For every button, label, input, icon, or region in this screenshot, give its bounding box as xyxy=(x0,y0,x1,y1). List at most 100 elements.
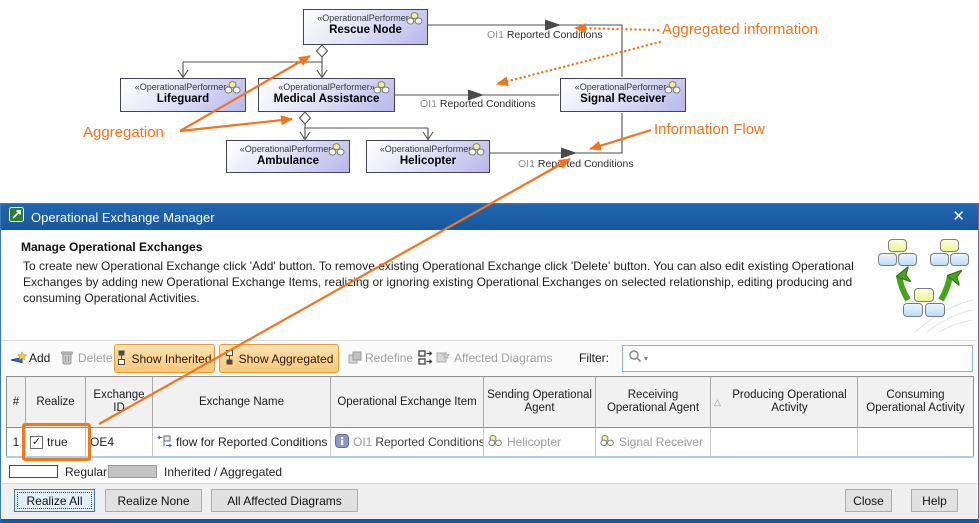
illustration-node xyxy=(950,253,969,266)
col-header-realize[interactable]: Realize xyxy=(26,377,86,428)
col-header-consuming-activity[interactable]: Consuming Operational Activity xyxy=(858,377,973,428)
realize-cell: ✓ true xyxy=(26,428,86,456)
operational-performer-icon xyxy=(488,435,503,449)
col-header-receiving-agent[interactable]: Receiving Operational Agent xyxy=(596,377,711,428)
performer-box-rescue-node[interactable]: «OperationalPerformer» Rescue Node xyxy=(303,9,428,45)
item-name: Reported Conditions xyxy=(375,435,484,449)
legend-regular-label: Regular xyxy=(65,465,108,479)
operational-performer-icon xyxy=(467,143,486,161)
illustration-node xyxy=(940,239,959,252)
consuming-activity-cell xyxy=(858,428,973,456)
table-header-row: # Realize Exchange ID Exchange Name Oper… xyxy=(7,377,973,428)
exchange-name-cell: flow for Reported Conditions xyxy=(153,428,331,456)
illustration-node xyxy=(898,253,917,266)
stereotype-label: «OperationalPerformer» xyxy=(574,82,672,92)
exchange-illustration xyxy=(875,236,974,333)
col-header-exchange-id[interactable]: Exchange ID xyxy=(86,377,153,428)
delete-button[interactable]: Delete xyxy=(78,351,113,365)
item-prefix: OI1 xyxy=(353,435,373,449)
stereotype-label: «OperationalPerformer» xyxy=(278,82,375,92)
exchange-id-cell: OE4 xyxy=(86,428,153,456)
flow-arrowhead xyxy=(561,147,577,159)
affected-diagrams-icon[interactable] xyxy=(436,350,451,370)
aggregation-diamond xyxy=(315,44,329,58)
exchange-table: # Realize Exchange ID Exchange Name Oper… xyxy=(6,376,974,457)
realize-value: true xyxy=(47,435,68,449)
illustration-node xyxy=(903,303,923,317)
aggregation-diamond xyxy=(298,111,312,125)
performer-name: Signal Receiver xyxy=(580,93,666,105)
filter-label: Filter: xyxy=(579,351,609,365)
legend-inherited-swatch xyxy=(108,465,157,478)
flow-label: OI1 Reported Conditions xyxy=(420,98,536,110)
search-icon xyxy=(628,349,642,368)
filter-input[interactable]: ▾ xyxy=(622,345,973,372)
operational-performer-icon xyxy=(372,81,391,99)
filter-caret-icon[interactable]: ▾ xyxy=(644,354,649,363)
dialog-title: Operational Exchange Manager xyxy=(31,209,215,225)
performer-box-lifeguard[interactable]: «OperationalPerformer» Lifeguard xyxy=(120,78,246,112)
performer-box-medical-assistance[interactable]: «OperationalPerformer» Medical Assistanc… xyxy=(258,78,395,112)
table-row[interactable]: 1 ✓ true OE4 flow for Reported Condition… xyxy=(7,428,973,456)
dialog-titlebar[interactable]: Operational Exchange Manager ✕ xyxy=(1,204,978,230)
operational-performer-icon xyxy=(223,81,242,99)
illustration-node xyxy=(888,239,907,252)
aggregated-icon xyxy=(225,349,234,368)
dialog-footer: Realize All Realize None All Affected Di… xyxy=(2,483,977,519)
sending-agent-cell: Helicopter xyxy=(484,428,596,456)
app-icon xyxy=(9,207,24,227)
producing-activity-cell xyxy=(711,428,858,456)
all-affected-diagrams-button[interactable]: All Affected Diagrams xyxy=(211,489,358,512)
col-header-num[interactable]: # xyxy=(7,377,26,428)
operational-performer-icon xyxy=(600,435,615,449)
realize-checkbox[interactable]: ✓ xyxy=(30,435,43,449)
redefine-button[interactable]: Redefine xyxy=(365,351,414,365)
annotation-aggregation: Aggregation xyxy=(83,124,164,141)
flow-label: OI1 Reported Conditions xyxy=(518,158,634,170)
operational-exchange-manager-dialog: Operational Exchange Manager ✕ Manage Op… xyxy=(0,203,979,523)
exchange-item-cell: OI1 Reported Conditions xyxy=(331,428,484,456)
dialog-heading: Manage Operational Exchanges xyxy=(21,240,203,254)
flow-label: OI1 Reported Conditions xyxy=(487,29,603,41)
delete-icon[interactable] xyxy=(60,350,74,370)
legend-regular-swatch xyxy=(9,465,58,478)
col-header-exchange-item[interactable]: Operational Exchange Item xyxy=(331,377,484,428)
illustration-node xyxy=(925,303,945,317)
inherited-icon xyxy=(117,350,126,368)
close-button[interactable]: Close xyxy=(845,489,892,512)
add-icon[interactable] xyxy=(10,351,28,370)
sort-ascending-icon[interactable]: △ xyxy=(714,396,721,407)
realize-none-button[interactable]: Realize None xyxy=(105,489,202,512)
show-aggregated-toggle[interactable]: Show Aggregated xyxy=(219,344,339,373)
legend-inherited-label: Inherited / Aggregated xyxy=(164,465,283,479)
receiving-agent-cell: Signal Receiver xyxy=(596,428,711,456)
performer-box-helicopter[interactable]: «OperationalPerformer» Helicopter xyxy=(366,140,490,173)
col-header-producing-activity[interactable]: △ Producing Operational Activity xyxy=(711,377,858,428)
operational-performer-icon xyxy=(663,81,682,99)
col-header-sending-agent[interactable]: Sending Operational Agent xyxy=(484,377,596,428)
table-bottom-divider xyxy=(6,456,974,458)
annotation-aggregated-information: Aggregated information xyxy=(662,21,818,38)
realize-all-button[interactable]: Realize All xyxy=(14,489,95,512)
performer-box-signal-receiver[interactable]: «OperationalPerformer» Signal Receiver xyxy=(560,78,686,112)
operational-performer-icon xyxy=(327,143,346,161)
illustration-node xyxy=(914,288,934,302)
close-icon[interactable]: ✕ xyxy=(952,208,965,225)
operational-performer-icon xyxy=(405,12,424,30)
redefine-icon[interactable] xyxy=(348,351,362,369)
select-in-tree-icon[interactable] xyxy=(418,350,434,370)
stereotype-label: «OperationalPerformer» xyxy=(239,144,337,154)
help-button[interactable]: Help xyxy=(911,489,958,512)
operational-exchange-icon xyxy=(157,434,172,451)
add-button[interactable]: Add xyxy=(29,351,51,365)
show-inherited-label: Show Inherited xyxy=(131,351,212,366)
performer-name: Rescue Node xyxy=(329,24,402,36)
col-header-exchange-name[interactable]: Exchange Name xyxy=(153,377,331,428)
stereotype-label: «OperationalPerformer» xyxy=(379,144,477,154)
affected-diagrams-button[interactable]: Affected Diagrams xyxy=(454,351,553,365)
annotation-information-flow: Information Flow xyxy=(654,121,765,138)
check-icon: ✓ xyxy=(31,435,42,448)
show-inherited-toggle[interactable]: Show Inherited xyxy=(114,344,215,373)
performer-box-ambulance[interactable]: «OperationalPerformer» Ambulance xyxy=(226,140,350,173)
